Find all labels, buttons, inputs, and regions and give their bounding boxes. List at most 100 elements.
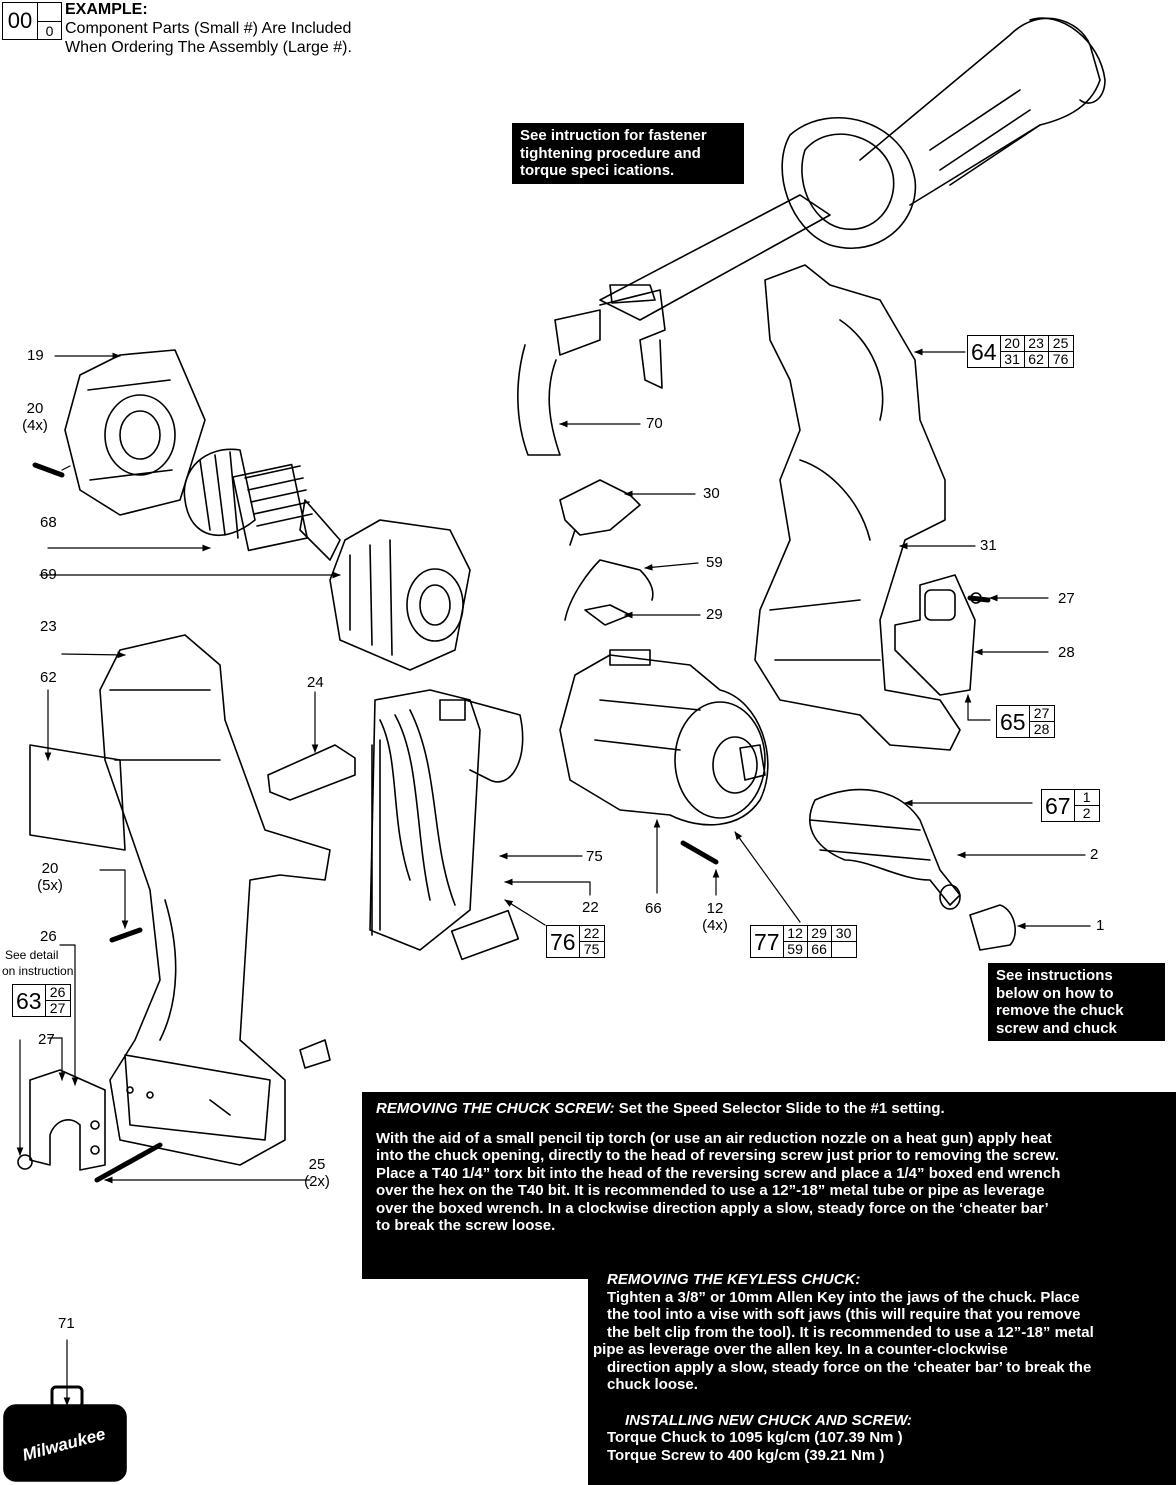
right-housing-part [754,264,961,751]
note-line: screw and chuck [996,1019,1117,1037]
note-line: below on how to [996,984,1114,1002]
part-label-68: 68 [40,514,57,531]
assembly-part: 66 [808,942,832,957]
part-label-27b: 27 [1058,590,1075,607]
note-line: pipe as leverage over the allen key. In … [593,1341,1008,1358]
part-label-22: 22 [582,899,599,916]
led-part [267,744,356,801]
part-label-24: 24 [307,674,324,691]
side-handle-part [517,17,1106,456]
example-legend: EXAMPLE: Component Parts (Small #) Are I… [65,0,352,57]
note-line: to break the screw loose. [376,1217,556,1234]
part-label-20b: 20 [41,860,59,877]
assembly-part [832,942,856,957]
note-line: See intruction for fastener [520,127,707,144]
screw-20a-part [32,462,65,478]
part-qty-20b: (5x) [37,877,63,894]
selector-parts [559,479,654,626]
screw-20b-part [109,927,143,943]
screw-25-part [94,1142,163,1183]
removing-screw-title-rest: Set the Speed Selector Slide to the #1 s… [614,1100,945,1117]
part-label-29: 29 [706,606,723,623]
part-label-70: 70 [646,415,663,432]
part-label-12: 12 [706,900,724,917]
assembly-number: 77 [751,926,784,957]
part-label-1: 1 [1096,917,1105,934]
part-label-66: 66 [645,900,662,917]
assembly-part: 76 [1052,351,1069,367]
assembly-part: 30 [831,926,856,942]
assembly-part: 62 [1025,352,1049,367]
assembly-part: 27 [1029,706,1054,722]
part-label-19: 19 [27,347,44,364]
assembly-number: 76 [547,926,580,957]
part-label-26: 26 [40,928,57,945]
assembly-part: 59 [784,942,808,957]
note-line: direction apply a slow, steady force on … [607,1358,1092,1376]
armature-part [183,448,341,561]
part-qty-20a: (4x) [22,417,48,434]
example-line-1: Component Parts (Small #) Are Included [65,20,352,37]
part-label-27a: 27 [38,1031,55,1048]
part-label-62: 62 [40,669,57,686]
gear-plate-part [64,349,206,516]
assembly-box-64: 64 20 23 25 31 62 76 [967,335,1074,368]
example-line-2: When Ordering The Assembly (Large #). [65,39,352,56]
assembly-part: 1 [1074,790,1099,806]
note-line: torque speci ications. [520,162,675,179]
note-line: tightening procedure and [520,144,701,162]
part-label-25: 25 [308,1156,326,1173]
part-label-2: 2 [1090,846,1099,863]
part-label-69: 69 [40,566,57,583]
example-assembly-number: 00 [3,3,38,39]
assembly-part: 23 [1024,336,1049,352]
installing-title: INSTALLING NEW CHUCK AND SCREW: [625,1411,912,1429]
note-line: Torque Chuck to 1095 kg/cm (107.39 Nm ) [607,1429,903,1446]
carrying-case-part: Milwaukee [3,1385,127,1482]
example-box: 00 0 [2,2,62,40]
note-line: Torque Screw to 400 kg/cm (39.21 Nm ) [607,1446,885,1464]
assembly-part: 26 [45,985,70,1001]
assembly-box-76: 76 22 75 [546,925,605,958]
note-line: remove the chuck [996,1002,1124,1019]
example-part-number: 0 [38,21,61,40]
removing-screw-heading: REMOVING THE CHUCK SCREW: Set the Speed … [376,1100,1174,1118]
note-line: With the aid of a small pencil tip torch… [376,1129,1052,1147]
removing-chuck-title: REMOVING THE KEYLESS CHUCK: [607,1271,861,1288]
assembly-part: 27 [49,1000,66,1016]
small-block-part [299,1039,331,1069]
note-line: Place a T40 1/4” torx bit into the head … [376,1164,1061,1182]
chuck-part [809,788,961,910]
belt-clip-plate-part [894,574,991,696]
removing-chuck-screw-note: REMOVING THE CHUCK SCREW: Set the Speed … [362,1092,1176,1279]
assembly-part: 29 [807,926,832,942]
part-label-28: 28 [1058,644,1075,661]
note-line: the tool into a vise with soft jaws (thi… [607,1306,1081,1323]
assembly-part: 28 [1033,721,1050,737]
part-label-20a: 20 [26,400,44,417]
part-label-31: 31 [980,537,997,554]
label-sheet-part [29,744,126,851]
assembly-number: 64 [968,336,1001,367]
part-label-23: 23 [40,618,57,635]
part-label-59: 59 [706,554,723,571]
removing-keyless-chuck-note: REMOVING THE KEYLESS CHUCK: Tighten a 3/… [588,1267,1176,1485]
fastener-note: See intruction for fastener tightening p… [512,123,744,184]
note-line: into the chuck opening, directly to the … [376,1147,1059,1164]
assembly-box-67: 67 1 2 [1041,789,1100,822]
assembly-box-63: 63 26 27 [12,984,71,1017]
note-line: over the hex on the T40 bit. It is recom… [376,1182,1045,1199]
gearbox-part [559,649,769,826]
part-qty-12: (4x) [702,917,728,934]
part-label-71: 71 [58,1315,75,1332]
assembly-number: 65 [997,706,1030,737]
assembly-part: 75 [583,941,600,957]
chuck-screw-part [969,904,1016,951]
note-line: Tighten a 3/8” or 10mm Allen Key into th… [607,1288,1080,1306]
part-label-30: 30 [703,485,720,502]
assembly-part: 31 [1001,352,1025,367]
example-heading: EXAMPLE: [65,1,148,18]
assembly-number: 63 [13,985,46,1016]
assembly-box-77: 77 12 29 30 59 66 [750,925,857,958]
